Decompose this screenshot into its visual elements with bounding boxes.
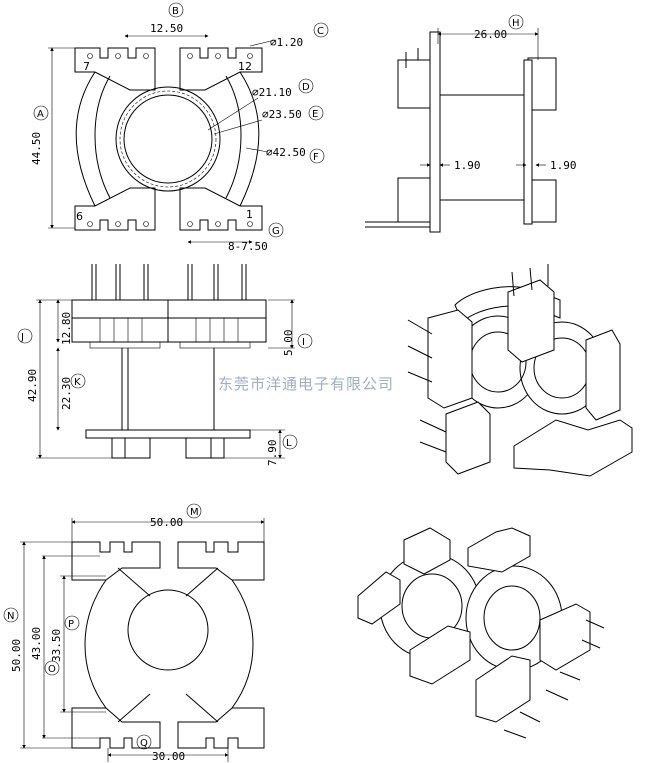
- dim-wall-left: 1.90: [454, 159, 481, 172]
- label-a: A: [37, 109, 44, 120]
- watermark: 东莞市洋通电子有限公司: [218, 375, 394, 393]
- bottom-view: [3, 503, 265, 762]
- dim-height: 44.50: [30, 132, 43, 165]
- top-view: [48, 34, 276, 244]
- label-c: C: [317, 26, 324, 37]
- dim-pin-pitch-top: 12.50: [150, 22, 183, 35]
- dim-core-h: 33.50: [50, 629, 63, 662]
- label-m: M: [190, 507, 199, 518]
- dim-side-width: 26.00: [474, 28, 507, 41]
- dim-flange-h: 12.80: [60, 312, 73, 345]
- dim-bottom-width: 50.00: [150, 516, 183, 529]
- pin-7: 7: [83, 60, 90, 73]
- isometric-view-bottom: [357, 527, 605, 739]
- label-g: G: [272, 226, 280, 237]
- label-l: L: [286, 438, 292, 449]
- label-q: Q: [140, 738, 148, 749]
- label-circles-top: [33, 2, 329, 238]
- dim-pin-spacing: 8-7.50: [228, 240, 268, 253]
- dim-outer-dia: ⌀42.50: [266, 146, 306, 159]
- dim-foot-h: 7.90: [266, 440, 279, 467]
- isometric-view-top: [407, 264, 633, 477]
- label-o: O: [48, 664, 56, 675]
- dim-wall-right: 1.90: [550, 159, 577, 172]
- label-h: H: [512, 18, 520, 29]
- pin-1: 1: [246, 208, 253, 221]
- dim-inner-dia: ⌀21.10: [252, 86, 292, 99]
- front-view: [17, 264, 313, 459]
- dim-inner-h: 43.00: [30, 627, 43, 660]
- dim-pin-dia: ⌀1.20: [270, 36, 303, 49]
- label-b: B: [172, 6, 179, 17]
- label-e: E: [312, 109, 318, 120]
- dim-total-h: 42.90: [26, 369, 39, 402]
- dim-bottom-height: 50.00: [10, 639, 23, 672]
- dim-mid-dia: ⌀23.50: [262, 108, 302, 121]
- label-n: N: [7, 611, 14, 622]
- label-d: D: [302, 82, 310, 93]
- label-p: P: [68, 619, 74, 630]
- pin-6: 6: [76, 210, 83, 223]
- label-i: I: [302, 337, 305, 348]
- label-k: K: [74, 377, 81, 388]
- dim-base-w: 30.00: [152, 750, 185, 763]
- label-f: F: [313, 152, 319, 163]
- dim-pin-step: 5.00: [282, 330, 295, 357]
- pin-12: 12: [238, 60, 252, 73]
- side-view: [365, 14, 557, 233]
- dim-winding-h: 22.30: [60, 377, 73, 410]
- label-j: J: [20, 332, 24, 343]
